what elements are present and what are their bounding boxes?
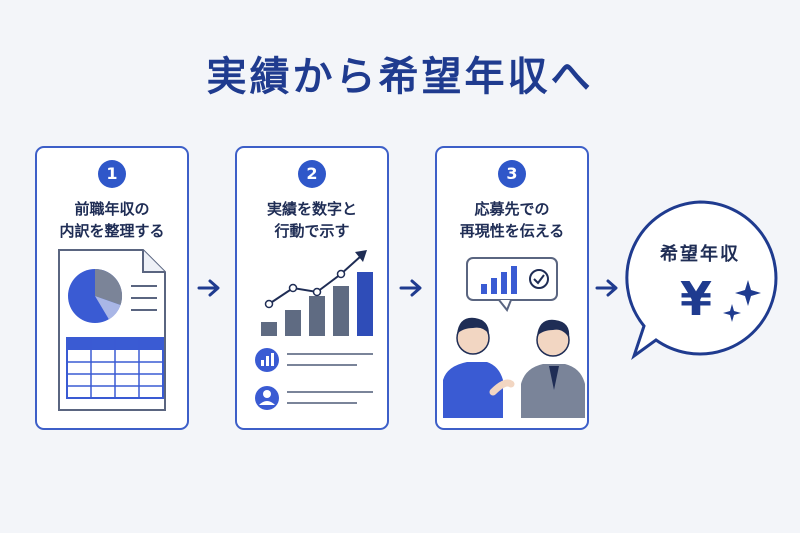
person-right-icon	[521, 319, 585, 418]
document-icon	[58, 249, 166, 411]
speech-bubble-chart-icon	[466, 257, 558, 312]
step-number-1: 1	[98, 160, 126, 188]
user-icon	[255, 386, 279, 410]
goal-label: 希望年収	[660, 244, 740, 265]
step-text-3: 応募先での 再現性を伝える	[437, 198, 587, 242]
step-1-line1: 前職年収の	[74, 200, 150, 218]
pie-chart-icon	[68, 268, 123, 323]
arrow-right-icon	[399, 279, 422, 297]
page-title: 実績から希望年収へ	[206, 54, 594, 100]
person-left-icon	[443, 317, 515, 418]
growth-chart-icon	[255, 250, 373, 410]
step-number-3: 3	[498, 160, 526, 188]
conversation-icon	[443, 257, 585, 418]
step-1-line2: 内訳を整理する	[59, 222, 165, 240]
sparkle-icon	[723, 304, 741, 322]
step-text-2: 実績を数字と 行動で示す	[237, 198, 387, 242]
step-2-line1: 実績を数字と	[266, 200, 357, 218]
step-card-1: 1 前職年収の 内訳を整理する	[35, 146, 189, 430]
step-card-2: 2 実績を数字と 行動で示す	[235, 146, 389, 430]
bar-chart-small-icon	[255, 348, 279, 372]
step-3-line1: 応募先での	[474, 200, 550, 218]
step-2-line2: 行動で示す	[274, 222, 350, 240]
sparkle-icon	[735, 280, 761, 306]
step-3-line2: 再現性を伝える	[459, 222, 565, 240]
goal-speech-bubble	[625, 200, 778, 360]
yen-symbol: ¥	[679, 272, 712, 326]
arrow-right-icon	[197, 279, 220, 297]
table-icon	[66, 337, 164, 399]
step-card-3: 3 応募先での 再現性を伝える	[435, 146, 589, 430]
arrow-right-icon	[595, 279, 618, 297]
step-text-1: 前職年収の 内訳を整理する	[37, 198, 187, 242]
step-number-2: 2	[298, 160, 326, 188]
